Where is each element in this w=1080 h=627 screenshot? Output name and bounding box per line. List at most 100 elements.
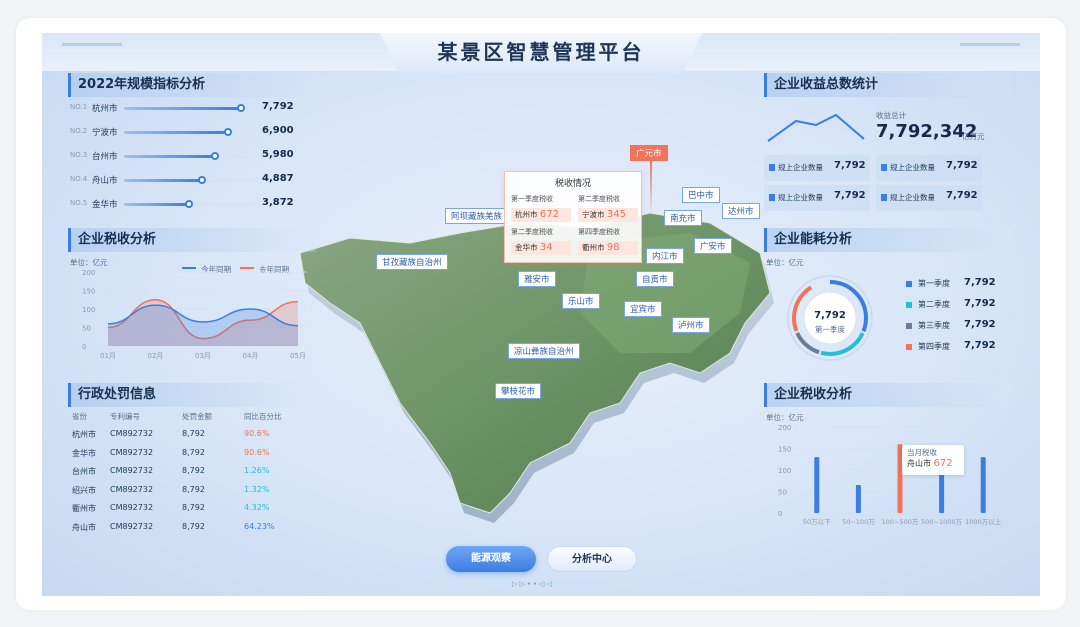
- penalty-code: CM892732: [110, 484, 154, 494]
- header-decoration: [62, 43, 122, 46]
- map-label[interactable]: 广安市: [694, 238, 732, 254]
- y-tick-label: 200: [778, 424, 791, 432]
- energy-legend-value: 7,792: [964, 340, 996, 351]
- map-label[interactable]: 甘孜藏族自治州: [376, 254, 448, 270]
- income-cell-label: 规上企业数量: [890, 193, 935, 202]
- penalty-code: CM892732: [110, 429, 154, 438]
- popup-q1-label: 第一季度税收: [511, 195, 553, 203]
- bar: [855, 485, 861, 513]
- title-box: 某景区智慧管理平台: [380, 33, 702, 73]
- penalty-code: CM892732: [110, 466, 154, 475]
- map-label[interactable]: 乐山市: [562, 293, 600, 309]
- y-tick-label: 150: [82, 288, 95, 296]
- penalty-city: 台州市: [72, 467, 96, 476]
- rank-number: NO.2: [70, 127, 88, 135]
- energy-legend-label: 第四季度: [918, 342, 950, 351]
- energy-view-button[interactable]: 能源观察: [446, 546, 536, 572]
- series-line: [107, 298, 299, 340]
- province-map: [299, 212, 774, 523]
- x-tick-label: 50万以下: [803, 518, 831, 526]
- rank-bar-track: [124, 128, 254, 136]
- map-label[interactable]: 内江市: [646, 248, 684, 264]
- rank-value: 6,900: [262, 125, 294, 136]
- penalty-pct: 1.26%: [244, 466, 270, 475]
- tooltip-title: 当月税收: [907, 448, 937, 457]
- popup-q3-cell: 金华市 34: [511, 241, 571, 255]
- rank-value: 3,872: [262, 197, 294, 208]
- income-cell-value: 7,792: [946, 160, 978, 171]
- x-tick-label: 100~500万: [882, 518, 919, 526]
- tax-line-unit: 单位：亿元: [70, 258, 108, 267]
- rank-bar-track: [124, 104, 254, 112]
- popup-q2-cell: 宁波市 345: [578, 208, 638, 222]
- map-label[interactable]: 雅安市: [518, 271, 556, 287]
- popup-q2-label: 第二季度税收: [578, 195, 620, 203]
- y-tick-label: 100: [778, 467, 791, 475]
- series-line: [107, 304, 299, 327]
- income-sparkline: [767, 113, 865, 142]
- energy-legend-value: 7,792: [964, 319, 996, 330]
- rank-bar-track: [124, 200, 254, 208]
- building-icon: [881, 194, 887, 201]
- energy-legend-label: 第一季度: [918, 279, 950, 288]
- bar: [897, 444, 903, 513]
- analysis-center-button[interactable]: 分析中心: [547, 546, 637, 572]
- popup-q3-label: 第二季度税收: [511, 228, 553, 236]
- rank-number: NO.4: [70, 175, 88, 183]
- income-cell-label: 规上企业数量: [890, 163, 935, 172]
- map-label[interactable]: 泸州市: [672, 317, 710, 333]
- penalty-amount: 8,792: [182, 503, 205, 512]
- map-label-highlight[interactable]: 广元市: [630, 145, 668, 161]
- map-label[interactable]: 宜宾市: [624, 301, 662, 317]
- y-tick-label: 50: [82, 325, 91, 333]
- y-tick-label: 0: [82, 343, 86, 351]
- penalty-city: 绍兴市: [72, 485, 96, 495]
- energy-donut: [787, 275, 873, 361]
- penalty-code: CM892732: [110, 503, 154, 512]
- penalty-amount: 8,792: [182, 466, 205, 475]
- map-label[interactable]: 南充市: [664, 210, 702, 226]
- rank-number: NO.1: [70, 103, 88, 111]
- building-icon: [881, 164, 887, 171]
- page-title: 某景区智慧管理平台: [437, 40, 645, 64]
- income-cell-label: 规上企业数量: [778, 193, 823, 202]
- legend-swatch: [906, 344, 912, 350]
- rank-bar-knob: [211, 152, 219, 160]
- map-label[interactable]: 巴中市: [682, 187, 720, 203]
- penalty-amount: 8,792: [182, 447, 205, 457]
- x-tick-label: 500~1000万: [921, 518, 962, 526]
- penalty-pct: 1.32%: [244, 484, 270, 494]
- tax-bar-unit: 单位：亿元: [766, 413, 804, 422]
- rank-value: 4,887: [262, 173, 294, 184]
- rank-city: 金华市: [92, 200, 118, 210]
- map-label[interactable]: 凉山彝族自治州: [508, 343, 580, 359]
- ranking-header: 2022年规模指标分析: [68, 73, 316, 97]
- bar-tooltip: 当月税收 舟山市 672: [902, 445, 964, 475]
- bottom-indicator: ▷▷••◁◁: [512, 580, 554, 588]
- energy-unit: 单位：亿元: [766, 258, 804, 267]
- bar: [814, 457, 820, 513]
- map-label[interactable]: 自贡市: [636, 271, 674, 287]
- penalty-city: 舟山市: [72, 522, 96, 532]
- map-label[interactable]: 达州市: [722, 203, 760, 219]
- popup-title: 税收情况: [554, 179, 591, 189]
- rank-bar-knob: [185, 200, 193, 208]
- map-label[interactable]: 攀枝花市: [495, 383, 542, 399]
- series-area: [108, 305, 298, 346]
- rank-number: NO.5: [70, 199, 88, 207]
- map-label[interactable]: 阿坝藏族羌族: [445, 208, 509, 224]
- energy-legend-value: 7,792: [964, 277, 996, 288]
- income-cell: 规上企业数量 7,792: [876, 155, 982, 181]
- legend-swatch: [906, 281, 912, 287]
- rank-bar-fill: [124, 179, 202, 182]
- x-tick-label: 50~100万: [842, 518, 875, 526]
- building-icon: [769, 194, 775, 201]
- energy-center-label: 第一季度: [815, 325, 845, 334]
- x-tick-label: 02月: [148, 352, 164, 360]
- building-icon: [769, 164, 775, 171]
- y-tick-label: 150: [778, 446, 791, 454]
